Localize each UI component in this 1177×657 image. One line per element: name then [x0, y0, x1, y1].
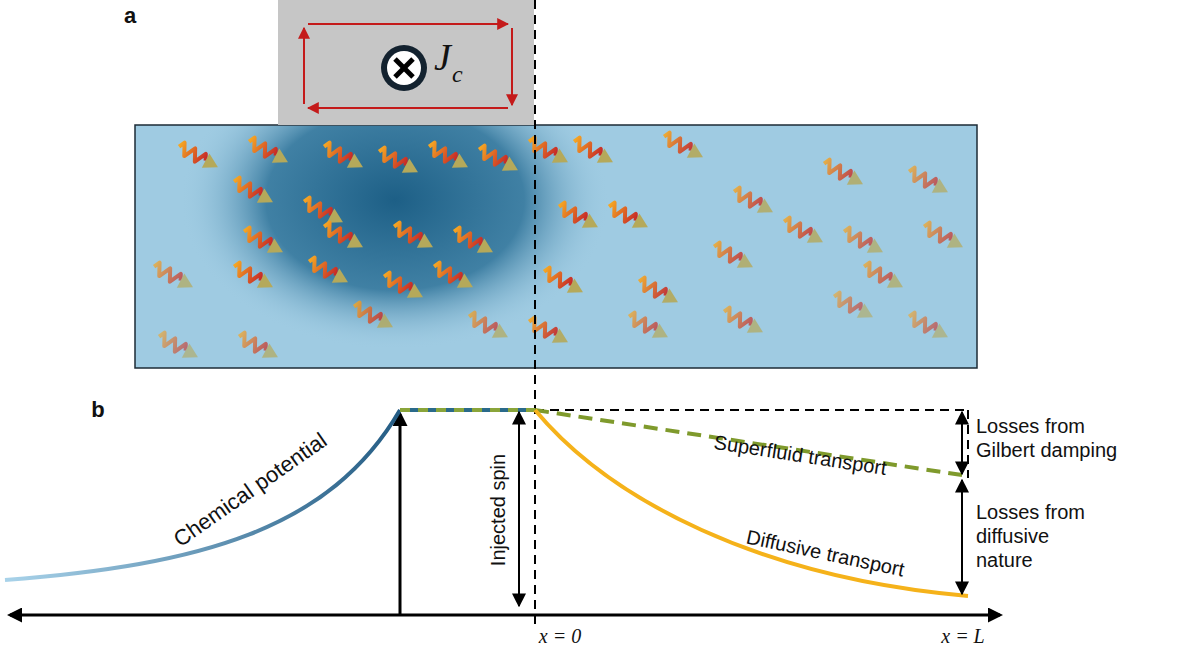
magnon-wave — [390, 219, 436, 254]
magnon-wave — [660, 129, 706, 164]
axis-tick: x = 0 — [539, 624, 581, 648]
magnon-wave — [150, 259, 196, 294]
diffusive-curve — [535, 410, 968, 596]
magnon-wave — [525, 134, 571, 169]
magnon-wave — [175, 139, 221, 174]
electrode: Jc — [278, 0, 534, 125]
magnon-wave — [860, 259, 906, 294]
loss-annotation: Losses from diffusive nature — [976, 500, 1104, 572]
magnon-wave — [350, 299, 396, 334]
magnon-wave — [730, 184, 776, 219]
magnon-wave — [475, 142, 521, 177]
magnon-wave — [430, 259, 476, 294]
magnon-wave — [905, 309, 951, 344]
magnon-wave — [375, 144, 421, 179]
magnon-wave — [780, 214, 826, 249]
panel-letter: a — [124, 3, 136, 29]
magnon-wave — [920, 219, 966, 254]
magnon-wave — [320, 139, 366, 174]
magnon-wave — [465, 309, 511, 344]
magnon-wave — [305, 254, 351, 289]
magnon-wave — [230, 259, 276, 294]
magnon-wave — [300, 194, 346, 229]
current-symbol: J — [434, 38, 451, 76]
magnon-wave — [720, 304, 766, 339]
dashed-divider — [534, 0, 536, 628]
diffusive-loss-arrow — [961, 480, 963, 594]
magnon-wave — [230, 174, 276, 209]
magnon-wave — [625, 309, 671, 344]
magnon-wave — [830, 289, 876, 324]
magnon-wave — [635, 274, 681, 309]
magnon-wave — [605, 199, 651, 234]
magnon-wave — [240, 224, 286, 259]
magnon-wave — [710, 239, 756, 274]
reference-line — [535, 409, 968, 411]
magnon-wave — [155, 329, 201, 364]
plateau — [400, 408, 535, 412]
x-axis — [10, 614, 1000, 617]
chemical-potential-curve — [5, 410, 400, 580]
reference-line — [967, 410, 969, 478]
magnon-wave — [380, 269, 426, 304]
axis-tick: x = L — [941, 624, 985, 648]
magnon-wave — [525, 314, 571, 349]
magnon-wave — [450, 224, 496, 259]
gilbert-loss-arrow — [961, 412, 963, 474]
magnon-wave — [320, 219, 366, 254]
magnon-wave — [425, 139, 471, 174]
magnon-wave — [540, 264, 586, 299]
accumulation-region — [180, 126, 610, 350]
magnon-wave — [245, 134, 291, 169]
curve-label: Superfluid transport — [712, 430, 888, 480]
curve-label: Injected spin — [486, 454, 510, 566]
magnon-wave — [820, 156, 866, 191]
panel-letter: b — [91, 397, 104, 423]
magnon-wave — [840, 224, 886, 259]
magnon-wave — [555, 199, 601, 234]
magnon-wave — [905, 164, 951, 199]
magnon-wave — [570, 134, 616, 169]
plateau-dash — [400, 408, 535, 412]
injection-arrow — [399, 414, 402, 615]
magnon-wave — [235, 329, 281, 364]
current-subscript: c — [452, 62, 463, 86]
loss-annotation: Losses from Gilbert damping — [976, 414, 1148, 462]
injected-spin-arrow — [518, 412, 520, 606]
